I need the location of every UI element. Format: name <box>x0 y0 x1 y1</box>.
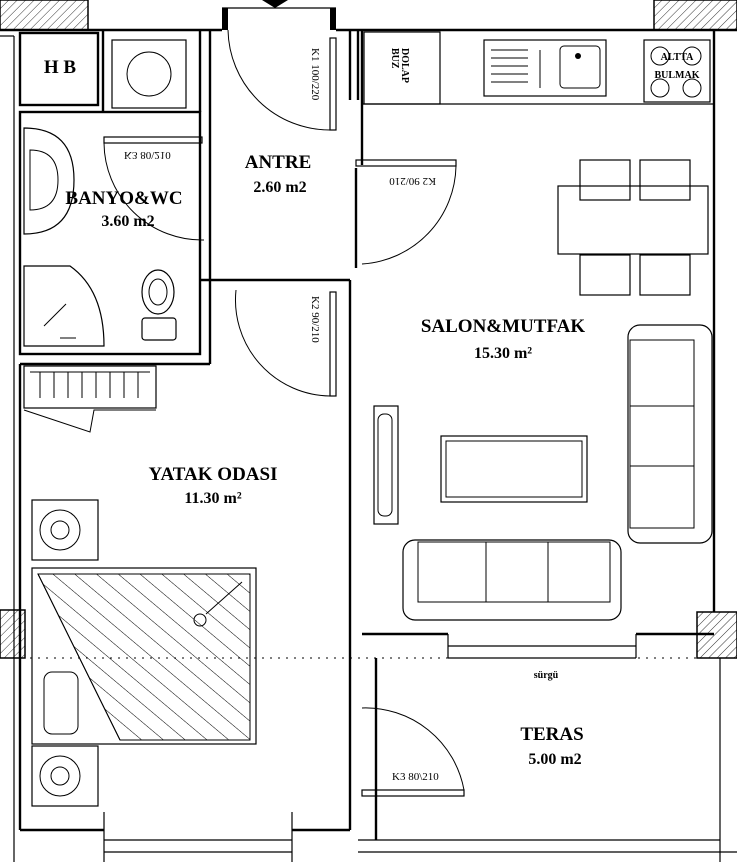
wardrobe <box>23 365 157 433</box>
surgu-label: sürgü <box>534 670 559 681</box>
buz-label: BUZ <box>389 48 400 69</box>
tv-unit <box>373 405 399 525</box>
salon-name: SALON&MUTFAK <box>421 316 586 337</box>
door-k1 <box>227 29 337 131</box>
banyo-area: 3.60 m2 <box>101 213 154 230</box>
banyo-name: BANYO&WC <box>65 188 182 209</box>
antre-area: 2.60 m2 <box>253 179 306 196</box>
door-k3-teras <box>361 707 465 797</box>
coffee-table <box>440 435 588 503</box>
teras-area: 5.00 m2 <box>528 751 581 768</box>
door-k2-salon <box>355 159 457 265</box>
structural-columns <box>0 0 737 659</box>
door-k2-salon-label: K2 90/210 <box>389 175 436 187</box>
hb-label: H B <box>44 57 77 78</box>
altta-label: ALTTA <box>661 52 695 63</box>
sink-icon <box>491 45 601 89</box>
walls <box>0 7 737 862</box>
antre-name: ANTRE <box>245 152 312 173</box>
dolap-label: DOLAP <box>399 48 410 83</box>
sofa-bottom <box>402 539 622 621</box>
teras-name: TERAS <box>520 724 583 745</box>
door-k2-yatak <box>234 289 337 397</box>
nightstand-lamp-icon <box>31 745 99 807</box>
door-k2-yatak-label: K2 90/210 <box>309 296 321 343</box>
entrance-arrow-icon <box>262 0 288 8</box>
nightstand-lamp-icon <box>31 499 99 561</box>
toilet-icon <box>141 269 177 341</box>
washing-machine-icon <box>111 39 187 109</box>
door-k3-teras-label: K3 80\210 <box>392 771 439 783</box>
dining-table <box>557 159 709 296</box>
bulmak-label: BULMAK <box>655 70 700 81</box>
sofa-three-seat <box>627 324 713 544</box>
sink-icon <box>23 127 75 235</box>
yatak-area: 11.30 m² <box>184 490 241 507</box>
double-bed <box>31 567 257 745</box>
cooktop-icon <box>643 39 711 103</box>
shower-icon <box>23 265 105 347</box>
salon-area: 15.30 m² <box>474 345 532 362</box>
kitchen-counter <box>362 31 714 105</box>
door-k3-banyo-label: K3 80\210 <box>124 149 171 161</box>
yatak-name: YATAK ODASI <box>149 464 278 485</box>
door-k1-label: K1 100/220 <box>309 48 321 101</box>
door-k3-banyo <box>103 136 205 241</box>
